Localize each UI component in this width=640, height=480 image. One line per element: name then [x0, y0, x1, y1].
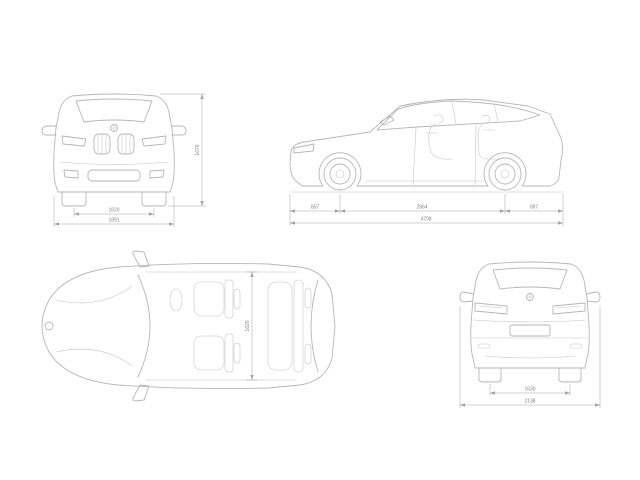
top-dimensions: 1620: [245, 271, 258, 381]
passenger-seat-cushion: [193, 335, 225, 371]
front-door-line: [412, 127, 417, 186]
kidney-grille-right: [117, 133, 135, 155]
rear-seat-sketch: [477, 115, 501, 160]
side-view: 857 2864 987 4708: [289, 98, 565, 226]
rear-headrest-left: [304, 287, 312, 309]
side-dimensions: 857 2864 987 4708: [289, 194, 564, 226]
front-left-wheel: [61, 191, 87, 207]
windshield-arc: [137, 274, 151, 378]
bmw-roundel-icon: [44, 321, 54, 331]
passenger-headrest: [233, 342, 241, 364]
overall-length-label: 4708: [420, 217, 431, 223]
rear-dimensions: 1630 2138: [459, 306, 601, 408]
top-mirror-left: [132, 250, 150, 268]
grille-slats: [97, 134, 131, 154]
windshield: [75, 98, 153, 123]
side-body: [289, 98, 563, 187]
rear-wheel-hub: [500, 169, 510, 179]
front-right-wheel: [141, 191, 167, 207]
front-wheel-tire: [323, 157, 357, 191]
front-width-label: 1891: [108, 218, 119, 224]
rear-mirror-left: [459, 291, 474, 303]
rear-overhang-label: 987: [530, 205, 539, 211]
front-overhang-label: 857: [311, 205, 320, 211]
wheelbase-label: 2864: [416, 205, 427, 211]
cabin-width-label: 1620: [245, 320, 251, 331]
front-dimensions: 1620 1891 1676: [53, 93, 206, 227]
kidney-grille-left: [93, 133, 111, 155]
right-mirror: [171, 125, 187, 136]
taillight-right: [552, 302, 586, 315]
side-segment-arrows: [290, 209, 563, 213]
lower-valance: [484, 355, 576, 359]
front-car-outline: [41, 93, 187, 207]
bmw-roundel-cross: [526, 293, 534, 301]
top-car-outline: [41, 250, 336, 402]
rear-bench-back: [293, 279, 304, 373]
hood-contours: [55, 285, 133, 367]
right-headlight: [141, 135, 167, 147]
rear-wheel-tire: [488, 157, 522, 191]
front-track-label: 1620: [108, 208, 119, 214]
front-height-label: 1676: [195, 144, 201, 155]
mirror-width-dim-line: [459, 306, 601, 408]
rear-view: 1630 2138: [459, 261, 601, 408]
top-body: [41, 262, 336, 390]
rear-left-wheel: [478, 367, 502, 383]
b-pillar: [451, 101, 457, 125]
left-headlight: [61, 135, 87, 147]
driver-seat-cushion: [193, 281, 225, 317]
taillight-left: [474, 302, 508, 315]
lower-intake: [87, 169, 141, 182]
track-dim-line: [73, 208, 155, 217]
fog-light-right: [149, 169, 165, 179]
front-body: [53, 93, 175, 193]
front-view: 1620 1891 1676: [41, 93, 206, 227]
side-extension-lines: [289, 194, 564, 226]
fog-light-left: [63, 169, 79, 179]
bmw-roundel-cross: [110, 124, 118, 132]
height-dim-line: [160, 93, 206, 207]
side-car-outline: [289, 98, 565, 193]
reflector-left: [477, 343, 491, 349]
top-view: 1620: [41, 250, 336, 402]
rear-bench-cushion: [267, 281, 293, 371]
rear-door-line: [474, 123, 477, 186]
rear-mirror-right: [586, 291, 601, 303]
rear-window: [492, 267, 568, 290]
c-pillar: [493, 102, 499, 123]
reflector-right: [569, 343, 583, 349]
passenger-seat-back: [224, 333, 234, 373]
rear-track-dim-line: [489, 384, 571, 396]
rear-headrest-right: [304, 343, 312, 365]
top-mirror-right: [132, 384, 150, 402]
rear-wheel-rim: [494, 163, 516, 185]
side-headlight: [293, 143, 315, 154]
front-wheel-rim: [329, 163, 351, 185]
steering-wheel: [169, 288, 183, 312]
rear-car-outline: [459, 261, 601, 383]
width-dim-line: [53, 196, 175, 227]
glasshouse: [376, 100, 541, 131]
rear-track-label: 1630: [524, 387, 535, 393]
license-plate: [509, 324, 551, 337]
driver-headrest: [233, 288, 241, 310]
rear-window-arc: [310, 279, 319, 373]
front-wheel-hub: [335, 169, 345, 179]
taillight-detail: [478, 305, 582, 309]
tailgate-line: [473, 319, 587, 323]
bumper-crease: [59, 161, 169, 165]
rear-body: [470, 261, 590, 369]
side-mirror: [379, 115, 395, 126]
roof-edges: [145, 271, 297, 381]
left-mirror: [41, 125, 57, 136]
rear-right-wheel: [558, 367, 582, 383]
front-seat-sketch: [428, 114, 453, 160]
driver-seat-back: [224, 279, 234, 319]
mirror-width-label: 2138: [524, 399, 535, 405]
door-handles: [425, 129, 496, 134]
